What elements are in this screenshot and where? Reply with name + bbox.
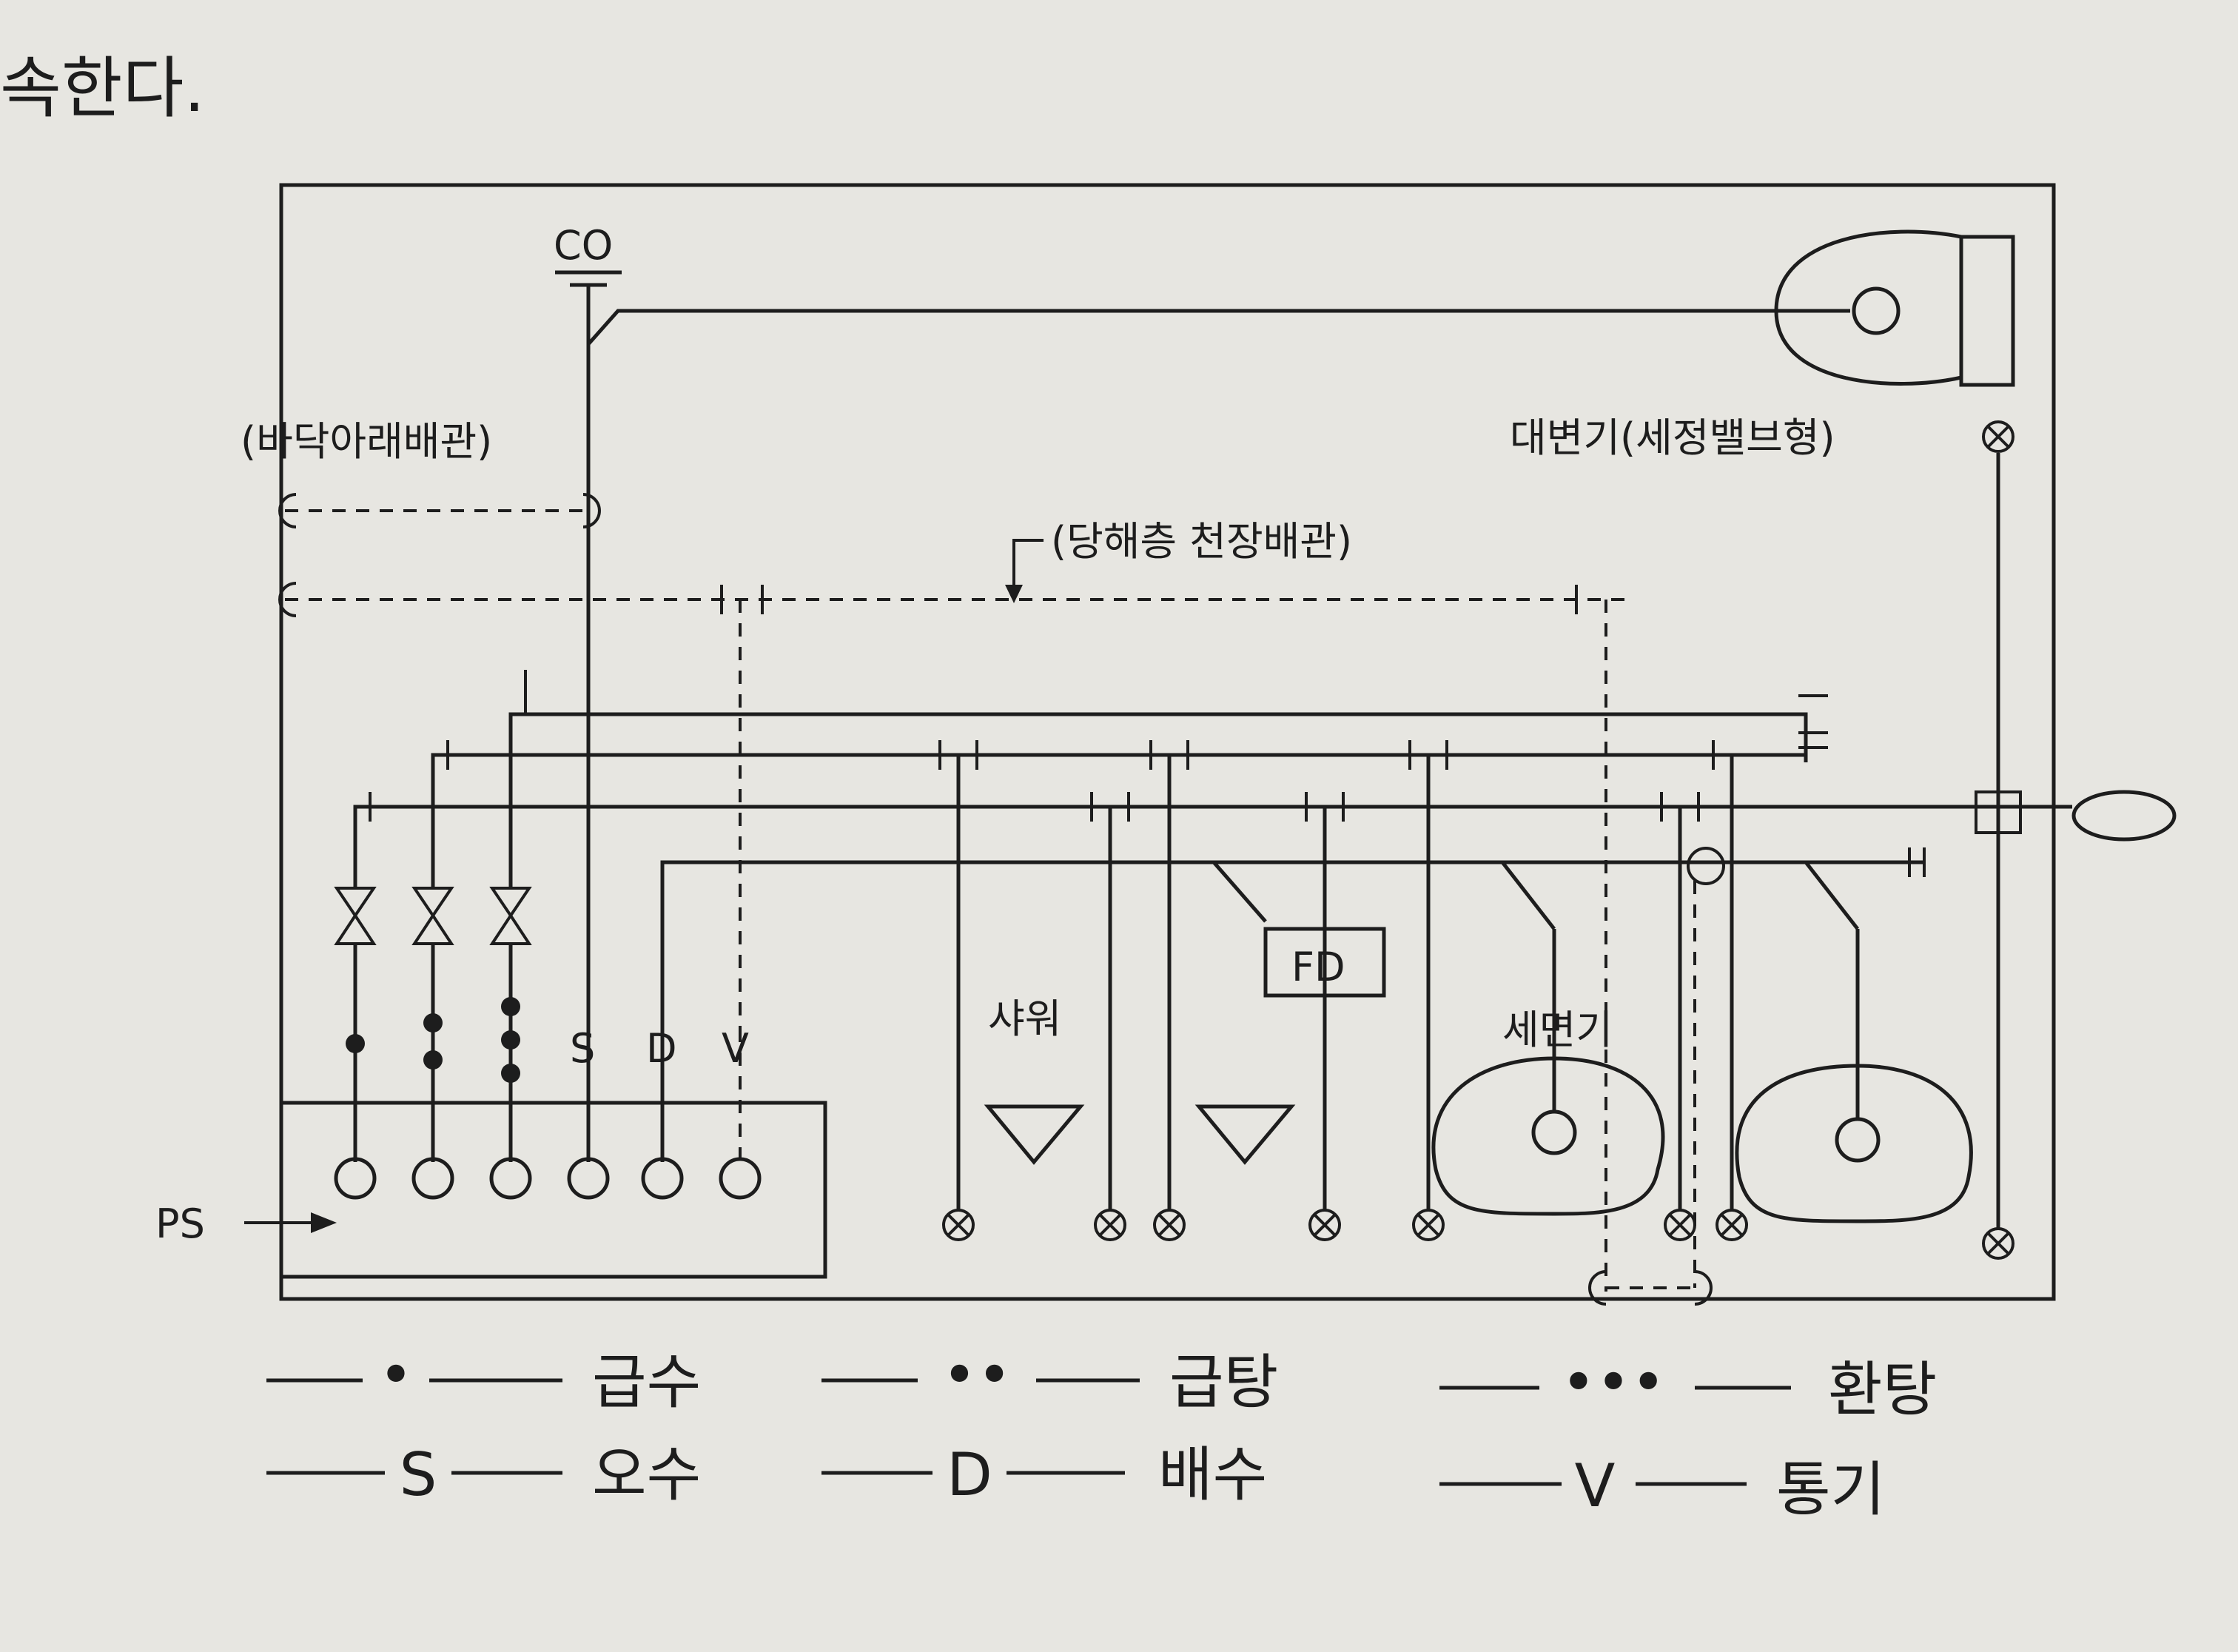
ceiling-pointer xyxy=(1012,539,1044,592)
co-label: CO xyxy=(554,222,613,269)
toilet-fixture xyxy=(1774,229,2015,387)
legend-symbol-soil: S xyxy=(400,1440,437,1509)
hot-return-main xyxy=(508,712,1808,888)
ps-arrowhead xyxy=(311,1212,337,1233)
cold-supply-main xyxy=(353,805,2072,888)
riser-label-v: V xyxy=(722,1025,749,1072)
legend-label-return: 환탕 xyxy=(1828,1355,1937,1424)
underfloor-label: (바닥아래배관) xyxy=(241,418,492,465)
riser-label-d: D xyxy=(646,1025,677,1072)
ps-riser-circles xyxy=(334,1157,762,1200)
basin-fixture-2 xyxy=(1735,1064,1973,1223)
ps-label: PS xyxy=(155,1201,205,1247)
legend-symbol-vent: V xyxy=(1575,1451,1616,1520)
legend-label-hot: 급탕 xyxy=(1169,1348,1278,1417)
legend-symbol-return: ••• xyxy=(1561,1348,1666,1417)
legend-label-drain: 배수 xyxy=(1158,1440,1267,1509)
hot-supply-main xyxy=(431,753,1808,888)
shutoff-valve-icon xyxy=(942,1209,2014,1260)
legend: • 급수 •• 급탕 ••• 환탕 S 오수 D 배수 V 통기 xyxy=(266,1340,1937,1524)
shower-label: 샤워 xyxy=(988,995,1061,1042)
toilet-valve-icon xyxy=(1982,420,2014,453)
toilet-soil-branch xyxy=(587,309,1850,346)
page-heading: 속한다. xyxy=(0,50,205,127)
pipe-shaft-box xyxy=(279,1101,827,1279)
branch-drops xyxy=(938,740,1734,1210)
shower-head-icon-2 xyxy=(1194,1104,1296,1165)
basin-fixture-1 xyxy=(1431,1056,1665,1216)
legend-symbol-hot: •• xyxy=(942,1340,1012,1409)
toilet-label: 대변기(세정밸브형) xyxy=(1510,414,1835,461)
legend-symbol-cold: • xyxy=(378,1340,413,1409)
ceiling-label: (당해층 천장배관) xyxy=(1051,518,1352,565)
basin-label: 세면기 xyxy=(1502,1007,1613,1053)
gate-valve-icon xyxy=(334,887,532,945)
legend-label-vent: 통기 xyxy=(1776,1455,1885,1524)
riser-label-s: S xyxy=(570,1025,595,1072)
legend-label-cold: 급수 xyxy=(592,1348,701,1417)
shower-head-icon xyxy=(984,1104,1085,1165)
room-boundary xyxy=(279,183,2056,1301)
legend-symbol-drain: D xyxy=(947,1440,992,1509)
fd-label: FD xyxy=(1291,944,1345,990)
hose-bib-fixture xyxy=(2071,790,2177,842)
floor-drain-box xyxy=(1263,927,1386,998)
legend-label-soil: 오수 xyxy=(592,1440,701,1509)
